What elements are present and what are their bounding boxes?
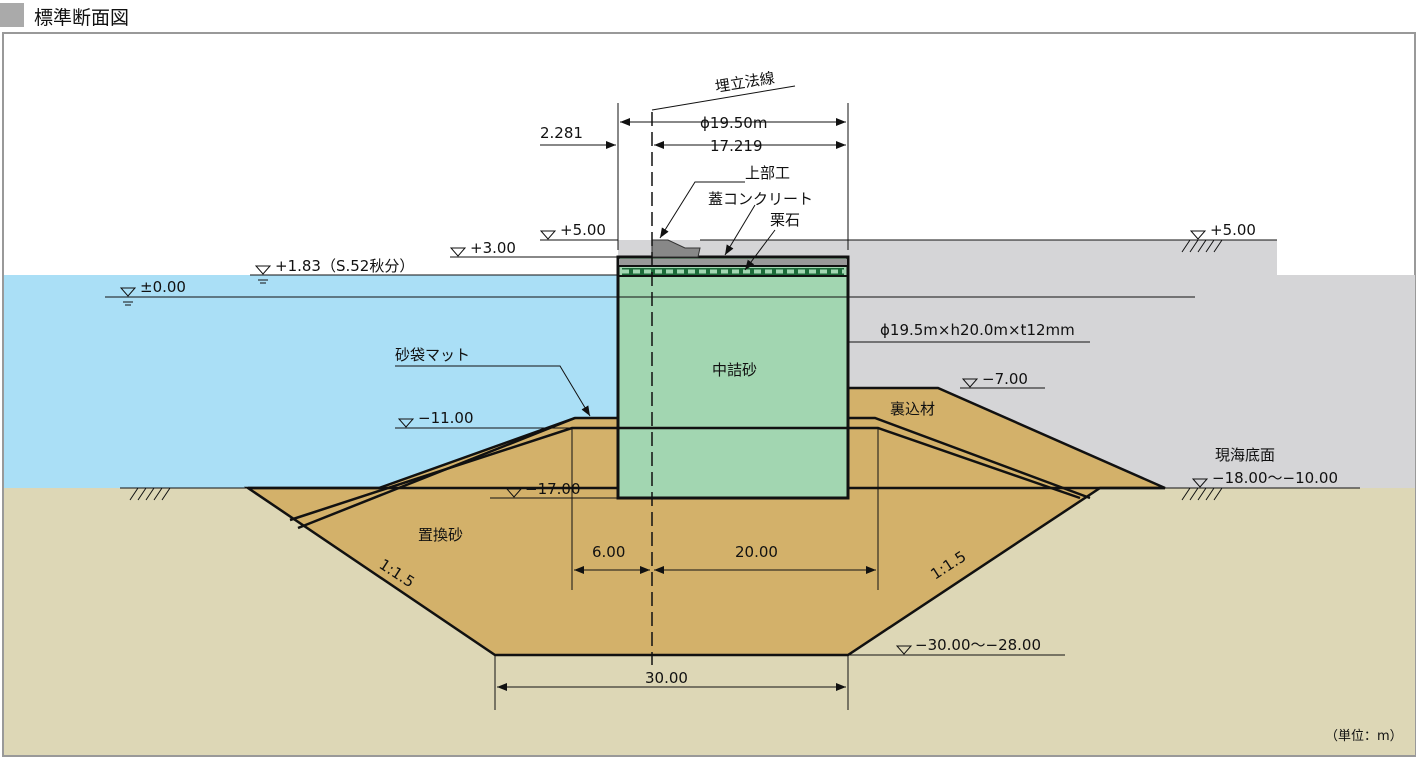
level-plus5-left: +5.00 [560, 221, 606, 239]
page-title: 標準断面図 [34, 7, 129, 29]
label-gravel: 栗石 [770, 211, 800, 229]
level-plus183: +1.83（S.52秋分） [275, 257, 414, 275]
label-fill-sand: 中詰砂 [712, 361, 757, 379]
label-sandbag-mat: 砂袋マット [395, 346, 470, 364]
unit-note: （単位：m） [1325, 728, 1403, 744]
dim-20: 20.00 [735, 543, 778, 561]
level-seabed: −18.00〜−10.00 [1212, 469, 1338, 487]
label-17219: 17.219 [710, 137, 763, 155]
level-zero: ±0.00 [140, 278, 186, 296]
cover-concrete [619, 259, 847, 266]
dim-30: 30.00 [645, 669, 688, 687]
level-minus17: −17.00 [525, 480, 581, 498]
level-bottom: −30.00〜−28.00 [915, 636, 1041, 654]
level-plus3: +3.00 [470, 239, 516, 257]
label-superstructure: 上部工 [745, 164, 790, 182]
label-diameter: ϕ19.50m [700, 114, 767, 132]
title-square-icon [0, 3, 24, 27]
level-minus11: −11.00 [418, 409, 474, 427]
label-seabed: 現海底面 [1215, 446, 1275, 464]
label-offset: 2.281 [540, 124, 583, 142]
level-minus7: −7.00 [982, 370, 1028, 388]
label-replacement-sand: 置換砂 [418, 526, 463, 544]
label-caisson-spec: ϕ19.5m×h20.0m×t12mm [880, 321, 1075, 339]
level-plus5-right: +5.00 [1210, 221, 1256, 239]
label-backfill: 裏込材 [890, 400, 935, 418]
dim-6: 6.00 [592, 543, 625, 561]
label-cover-concrete: 蓋コンクリート [708, 190, 813, 208]
